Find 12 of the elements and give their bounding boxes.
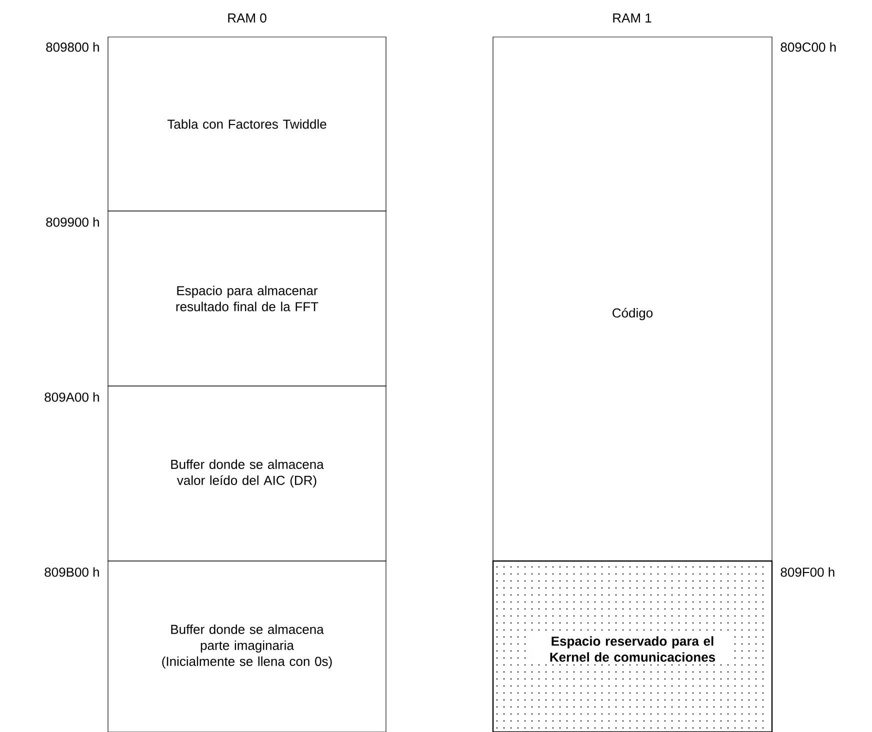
memory-block: Buffer donde se almacena parte imaginaria (Inicialmente se llena con 0s) — [108, 560, 386, 732]
memory-block: Tabla con Factores Twiddle — [108, 36, 386, 212]
address-label: 809900 h — [46, 217, 99, 227]
memory-block: Espacio para almacenar resultado final de la FFT — [108, 210, 386, 386]
address-label: 809A00 h — [44, 392, 99, 402]
memory-block: Espacio reservado para el Kernel de comunicaciones — [492, 560, 773, 732]
address-label: 809B00 h — [44, 567, 99, 577]
column-heading: RAM 1 — [613, 14, 652, 22]
column-heading: RAM 0 — [228, 13, 266, 23]
memory-block: Código — [492, 36, 772, 562]
address-label: 809F00 h — [780, 567, 834, 577]
memory-block: Buffer donde se almacena valor leído del AIC (DR) — [108, 386, 386, 562]
